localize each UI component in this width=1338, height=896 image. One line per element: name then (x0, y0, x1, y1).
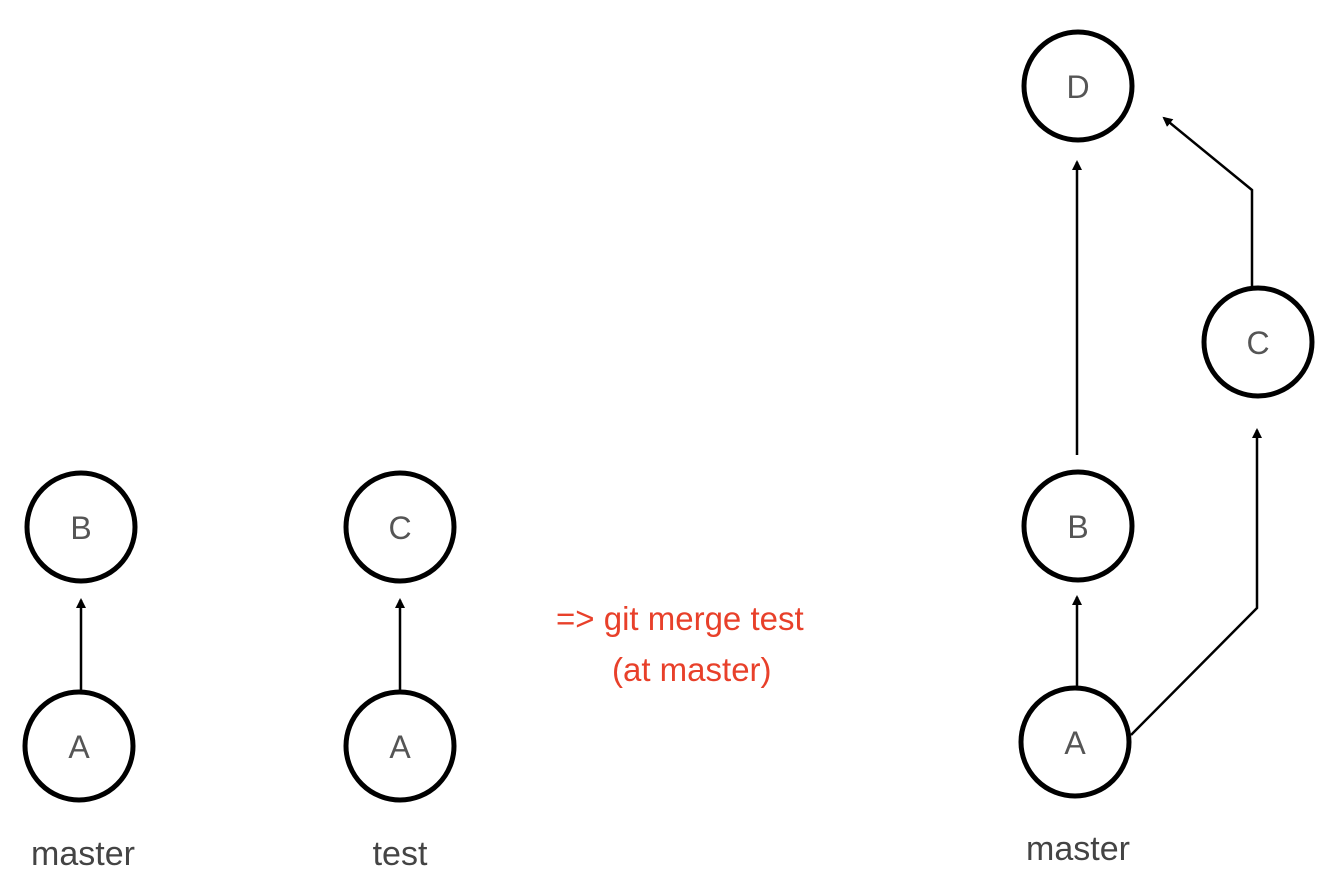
merge-command-line1: => git merge test (556, 600, 804, 637)
commit-label-a: A (68, 729, 90, 765)
test-branch-graph: C A test (343, 470, 457, 873)
master-branch-graph: B A master (22, 470, 138, 873)
commit-label-a: A (1064, 725, 1086, 761)
commit-label-c: C (388, 510, 411, 546)
edge-a-to-c (1130, 428, 1262, 736)
commit-label-b: B (70, 510, 91, 546)
commit-label-b: B (1067, 509, 1088, 545)
edge-c-to-d (1162, 116, 1254, 286)
commit-node-a: A (22, 689, 136, 803)
commit-node-b: B (24, 470, 138, 584)
commit-label-a: A (389, 729, 411, 765)
merge-command: => git merge test (at master) (556, 600, 804, 688)
commit-node-c: C (343, 470, 457, 584)
commit-node-a: A (1018, 685, 1132, 799)
merged-master-graph: D C B A master (1018, 29, 1315, 868)
branch-label-test: test (373, 835, 428, 873)
commit-node-b: B (1021, 469, 1135, 583)
commit-node-d: D (1021, 29, 1135, 143)
commit-label-d: D (1066, 69, 1089, 105)
branch-label-master: master (31, 835, 135, 873)
commit-node-a: A (343, 689, 457, 803)
commit-node-c: C (1201, 285, 1315, 399)
branch-label-master: master (1026, 830, 1130, 868)
merge-command-line2: (at master) (612, 651, 772, 688)
commit-label-c: C (1246, 325, 1269, 361)
